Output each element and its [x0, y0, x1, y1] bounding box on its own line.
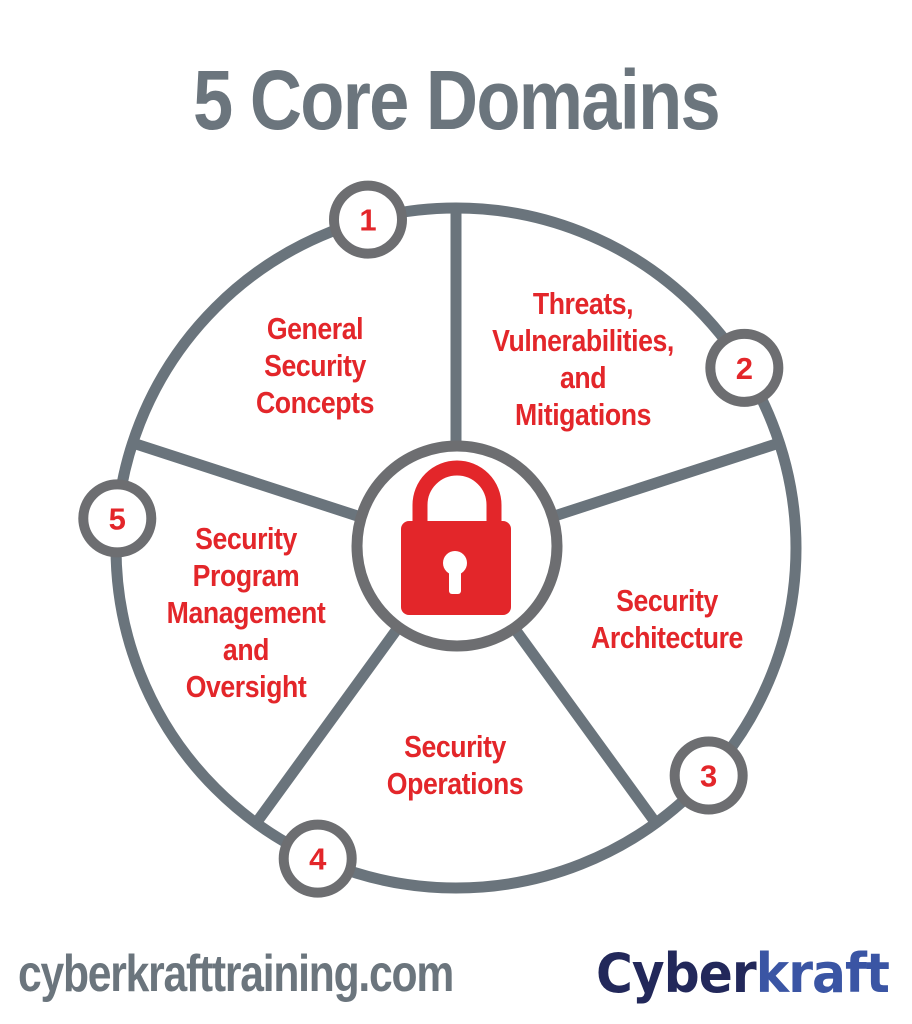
- domain-label-line: Oversight: [185, 669, 307, 704]
- badge-circle: [705, 328, 784, 407]
- domain-label-line: Vulnerabilities,: [492, 323, 674, 358]
- domain-label-line: Architecture: [591, 620, 743, 655]
- domain-label-line: Security: [404, 729, 506, 764]
- badge-circle: [329, 180, 408, 259]
- badge-circle: [78, 479, 157, 558]
- domain-label-line: General: [266, 311, 364, 346]
- domain-label-line: Operations: [386, 766, 524, 801]
- brand-logo-part1: Cyber: [596, 942, 757, 1005]
- domain-label-line: Mitigations: [515, 397, 651, 432]
- domain-label-line: Concepts: [255, 385, 375, 420]
- divider-spoke: [510, 625, 661, 827]
- domain-label-line: and: [559, 360, 607, 395]
- domain-label-line: and: [222, 632, 270, 667]
- brand-logo-part2: kraft: [755, 942, 890, 1005]
- brand-logo: Cyberkraft: [596, 942, 890, 1005]
- padlock-icon: [401, 460, 511, 615]
- badge-circle: [669, 736, 748, 815]
- domain-badge-1: 1: [329, 180, 408, 259]
- domain-label-line: Program: [192, 558, 300, 593]
- page-title: 5 Core Domains: [193, 53, 721, 147]
- badge-number: 1: [359, 203, 376, 238]
- badge-number: 5: [109, 501, 126, 536]
- domain-label-line: Security: [264, 348, 366, 383]
- domain-label-line: Management: [166, 595, 326, 630]
- domain-badge-4: 4: [278, 819, 357, 898]
- domain-badge-3: 3: [669, 736, 748, 815]
- domain-badge-5: 5: [78, 479, 157, 558]
- divider-spoke: [549, 437, 782, 523]
- domain-label-line: Security: [616, 583, 718, 618]
- domain-badge-2: 2: [705, 328, 784, 407]
- divider-spoke: [251, 625, 402, 827]
- badge-circle: [278, 819, 357, 898]
- divider-spoke: [130, 437, 363, 523]
- domain-label-line: Security: [195, 521, 297, 556]
- badge-number: 3: [700, 759, 717, 794]
- domain-label-line: Threats,: [532, 286, 634, 321]
- badge-number: 2: [736, 351, 753, 386]
- website-url[interactable]: cyberkrafttraining.com: [18, 945, 454, 1003]
- badge-number: 4: [309, 842, 327, 877]
